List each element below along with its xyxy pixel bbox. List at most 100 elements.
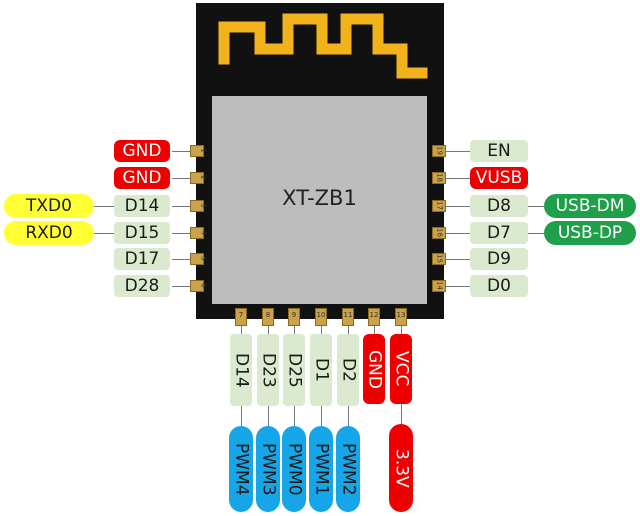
pin-pad xyxy=(342,308,354,326)
pin-wire xyxy=(446,178,470,179)
pin-label: D0 xyxy=(470,275,528,297)
pin-number: 8 xyxy=(265,311,271,319)
pcb-antenna-icon xyxy=(218,13,428,79)
pin-wire xyxy=(401,404,402,424)
pin-pad xyxy=(190,280,204,292)
pin-pad xyxy=(190,227,204,239)
pin-wire xyxy=(268,406,269,426)
pin-pad xyxy=(432,200,446,212)
pin-pad xyxy=(432,253,446,265)
pin-pad xyxy=(262,308,274,326)
pin-number: 17 xyxy=(435,201,444,210)
pin-wire xyxy=(294,406,295,426)
pin-pad xyxy=(395,308,407,326)
pin-wire xyxy=(172,259,190,260)
pin-label: D15 xyxy=(114,222,170,244)
pwm-label: PWM1 xyxy=(309,426,333,512)
pin-wire xyxy=(294,326,295,334)
pin-label: VUSB xyxy=(470,167,528,189)
pin-pad xyxy=(315,308,327,326)
pin-label: D7 xyxy=(470,222,528,244)
pin-number: 4 xyxy=(199,230,208,235)
pin-wire xyxy=(94,206,114,207)
pin-wire xyxy=(172,233,190,234)
pin-number: 14 xyxy=(435,281,444,290)
pin-number: 2 xyxy=(199,175,208,180)
pin-label: D25 xyxy=(283,334,305,406)
pin-wire xyxy=(321,406,322,426)
pin-wire xyxy=(172,286,190,287)
pin-number: 7 xyxy=(238,311,244,319)
pin-label: EN xyxy=(470,140,528,162)
voltage-label: 3.3V xyxy=(389,424,413,512)
pin-pad xyxy=(432,172,446,184)
uart-label: TXD0 xyxy=(4,194,94,218)
pin-wire xyxy=(348,326,349,334)
pin-number: 12 xyxy=(369,311,379,319)
pin-label: D17 xyxy=(114,248,170,270)
pin-label: D2 xyxy=(337,334,359,406)
pin-wire xyxy=(446,259,470,260)
pin-number: 3 xyxy=(199,203,208,208)
pin-wire xyxy=(401,326,402,334)
pin-wire xyxy=(528,233,544,234)
pin-wire xyxy=(446,206,470,207)
pin-label: D14 xyxy=(230,334,252,406)
pin-number: 9 xyxy=(291,311,297,319)
pin-wire xyxy=(172,151,190,152)
pin-wire xyxy=(446,286,470,287)
pin-pad xyxy=(235,308,247,326)
pin-pad xyxy=(432,227,446,239)
pin-pad xyxy=(432,145,446,157)
pin-wire xyxy=(446,151,470,152)
pin-label: D9 xyxy=(470,248,528,270)
chip-label: XT-ZB1 xyxy=(282,186,357,210)
pin-number: 15 xyxy=(435,254,444,263)
pin-number: 1 xyxy=(199,148,208,153)
pin-pad xyxy=(432,280,446,292)
pin-number: 10 xyxy=(316,311,326,319)
pin-number: 13 xyxy=(396,311,406,319)
pin-label: GND xyxy=(363,334,385,404)
pin-label: D8 xyxy=(470,195,528,217)
pin-number: 6 xyxy=(199,283,208,288)
pwm-label: PWM3 xyxy=(256,426,280,512)
pin-label: GND xyxy=(114,140,170,162)
pin-wire xyxy=(528,206,544,207)
pin-number: 5 xyxy=(199,256,208,261)
pin-number: 16 xyxy=(435,228,444,237)
pin-wire xyxy=(321,326,322,334)
chip-shield: XT-ZB1 xyxy=(212,96,427,304)
uart-label: RXD0 xyxy=(4,221,94,245)
pin-wire xyxy=(446,233,470,234)
pin-label: D23 xyxy=(257,334,279,406)
pin-label: VCC xyxy=(390,334,412,404)
pin-wire xyxy=(348,406,349,426)
pin-wire xyxy=(374,326,375,334)
pin-label: D1 xyxy=(310,334,332,406)
pin-wire xyxy=(172,206,190,207)
pin-pad xyxy=(368,308,380,326)
pwm-label: PWM0 xyxy=(282,426,306,512)
pin-pad xyxy=(190,172,204,184)
usb-label: USB-DP xyxy=(544,221,636,245)
pin-pad xyxy=(190,200,204,212)
pin-label: D14 xyxy=(114,195,170,217)
pin-label: GND xyxy=(114,167,170,189)
pin-wire xyxy=(172,178,190,179)
pin-number: 19 xyxy=(435,146,444,155)
pin-number: 18 xyxy=(435,173,444,182)
pin-pad xyxy=(190,145,204,157)
pin-wire xyxy=(268,326,269,334)
pin-pad xyxy=(288,308,300,326)
pin-wire xyxy=(94,233,114,234)
pin-number: 11 xyxy=(343,311,353,319)
pin-wire xyxy=(241,326,242,334)
usb-label: USB-DM xyxy=(544,194,636,218)
pin-label: D28 xyxy=(114,275,170,297)
pin-wire xyxy=(241,406,242,426)
pwm-label: PWM2 xyxy=(336,426,360,512)
pwm-label: PWM4 xyxy=(229,426,253,512)
pin-pad xyxy=(190,253,204,265)
